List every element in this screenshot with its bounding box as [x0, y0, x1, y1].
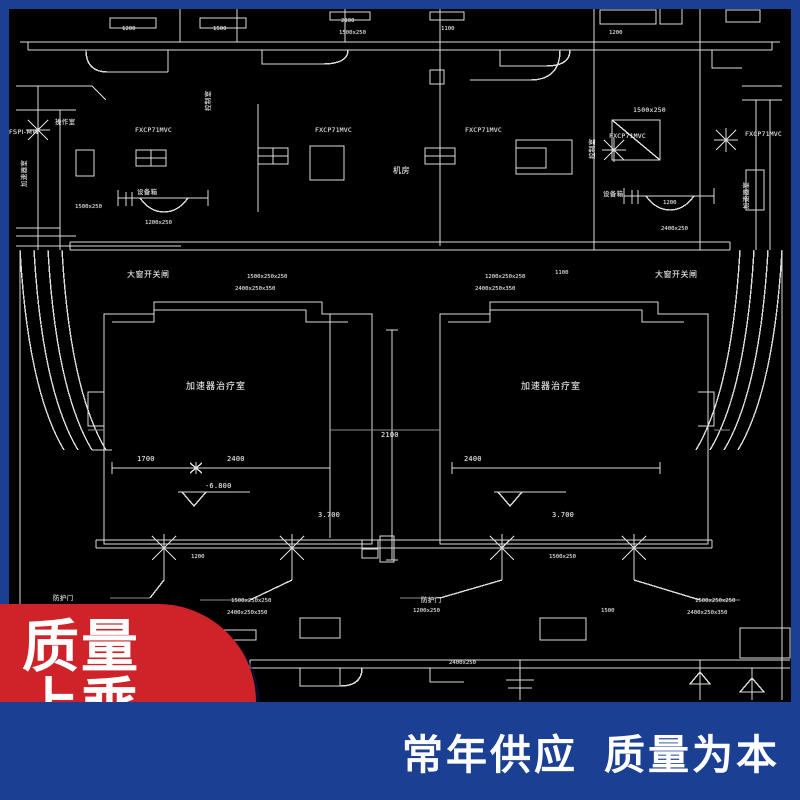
cad-dimension: 2400x250 — [449, 660, 476, 666]
cad-annotation-switch-left: 大窗开关闸 — [127, 270, 170, 279]
cad-equipment-label: FXCP71MVC — [315, 126, 353, 134]
cad-annotation: FSPI-MW — [9, 128, 40, 136]
bottom-banner: 常年供应质量为本 — [0, 702, 800, 800]
cad-dimension: 2100 — [341, 18, 355, 24]
cad-detail-code: 2400x250x350 — [687, 610, 728, 616]
cad-drawing-panel: 1200 1500 2100 1500x250 1100 1200 操作室 FS… — [0, 0, 800, 702]
cad-elevation-marker: 3.700 — [552, 511, 575, 519]
cad-annotation: 操作室 — [55, 118, 76, 126]
cad-detail-code: 1200 — [191, 554, 205, 560]
banner-left-text: 常年供应 — [402, 731, 578, 779]
cad-detail-code: 2400x250x350 — [227, 610, 268, 616]
banner-right-text: 质量为本 — [604, 731, 780, 779]
cad-detail-code: 2400x250 — [661, 226, 688, 232]
cad-vertical-label: 控制室 — [588, 138, 596, 159]
cad-detail-code: 1200x250 — [145, 220, 172, 226]
cad-detail-code: 1200x250x250 — [485, 274, 526, 280]
cad-dimension: 1200 — [122, 26, 136, 32]
cad-vertical-label: 控制室 — [204, 90, 212, 111]
cad-annotation: 设备箱 — [603, 190, 624, 198]
cad-equipment-label: FXCP71MVC — [609, 132, 647, 140]
banner-text: 常年供应质量为本 — [402, 721, 780, 781]
cad-elevation-marker: -6.800 — [205, 482, 232, 490]
cad-detail-code: 1500x250x250 — [231, 598, 272, 604]
cad-vertical-label: 加速器室 — [742, 181, 750, 209]
cad-linework — [16, 9, 791, 700]
cad-detail-code: 1500x250 — [549, 554, 576, 560]
cad-annotation: 防护门 — [421, 596, 442, 604]
cad-equipment-label: FXCP71MVC — [135, 126, 173, 134]
cad-annotation: 防护门 — [53, 594, 74, 602]
cad-detail-code: 1500x250x250 — [247, 274, 288, 280]
cad-vertical-label: 加速器室 — [20, 159, 28, 187]
quality-badge-line1: 质量 — [22, 614, 140, 680]
cad-dimension: 2400 — [227, 455, 245, 463]
cad-detail-code: 1500x250 — [339, 30, 366, 36]
cad-room-label-right: 加速器治疗室 — [521, 382, 582, 392]
cad-dimension-center: 2100 — [381, 431, 399, 439]
cad-annotation-switch-right: 大窗开关闸 — [655, 270, 698, 279]
cad-room-label-top: 机房 — [393, 166, 410, 175]
cad-canvas: 1200 1500 2100 1500x250 1100 1200 操作室 FS… — [9, 9, 791, 702]
cad-equipment-label: FXCP71MVC — [465, 126, 503, 134]
cad-annotation: 设备箱 — [137, 188, 158, 196]
cad-equipment-label: FXCP71MVC — [745, 130, 783, 138]
cad-detail-code: 2400x250x350 — [475, 286, 516, 292]
cad-detail-code: 1200 — [663, 200, 677, 206]
cad-detail-code: 1500x250x250 — [695, 598, 736, 604]
cad-dimension: 1500 — [601, 608, 615, 614]
cad-dimension: 1700 — [137, 455, 155, 463]
cad-dimension: 1200 — [609, 30, 623, 36]
cad-detail-code: 1500x250 — [633, 106, 666, 114]
cad-room-label-left: 加速器治疗室 — [186, 382, 247, 392]
cad-dimension: 1500 — [213, 26, 227, 32]
cad-dimension: 1100 — [441, 26, 455, 32]
cad-dimension: 1100 — [555, 270, 569, 276]
cad-detail-code: 1500x250 — [75, 204, 102, 210]
cad-elevation-marker: 3.700 — [318, 511, 341, 519]
cad-detail-code: 2400x250x350 — [235, 286, 276, 292]
cad-dimension: 2400 — [464, 455, 482, 463]
cad-detail-code: 1200x250 — [413, 608, 440, 614]
